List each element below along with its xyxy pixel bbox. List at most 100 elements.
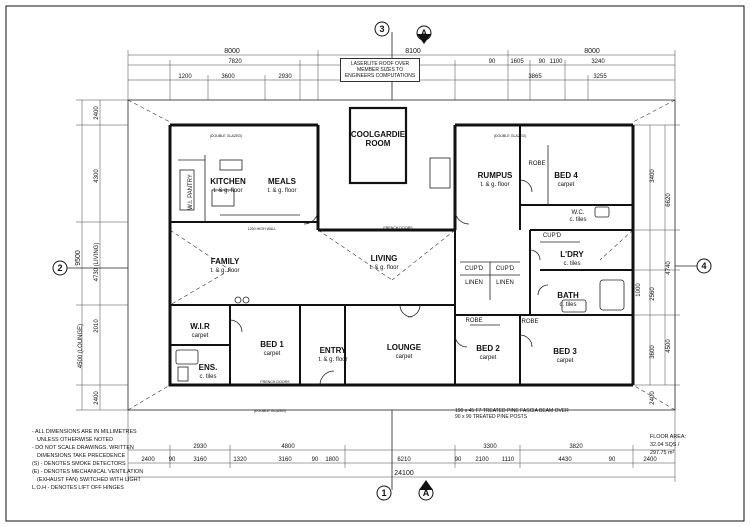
room-name-wc: W.C. [572, 210, 585, 216]
dim-right-4: 2560 [650, 287, 656, 301]
dim-bottom-row2-14: 2400 [643, 457, 657, 463]
roof-note-box: LASERLITE ROOF OVER MEMBER SIZES TO ENGI… [340, 58, 420, 82]
dim-bottom-row1-4: 3820 [569, 444, 583, 450]
room-name-coolgardie-line2: ROOM [366, 139, 391, 148]
room-finish-kitchen: t. & g. floor [213, 188, 242, 194]
grid-marker-right: 4 [675, 258, 712, 274]
grid-number-left: 2 [57, 263, 62, 273]
room-name-bath: BATH [557, 291, 579, 300]
dim-top-2: 8100 [405, 48, 421, 55]
note-line-8: L.O.H - DENOTES LIFT OFF HINGES [32, 485, 124, 491]
dim-top-row2-2: 90 [489, 59, 496, 65]
dim-bottom-row2-7: 1800 [325, 457, 339, 463]
note-line-5: (S) - DENOTES SMOKE DETECTORS [32, 461, 126, 467]
room-finish-bed2: carpet [480, 355, 497, 361]
room-finish-ens: c. tiles [199, 374, 216, 380]
room-name-meals: MEALS [268, 177, 297, 186]
dim-bottom-row2-12: 4430 [558, 457, 572, 463]
note-line-2: UNLESS OTHERWISE NOTED [37, 437, 113, 443]
grid-number-bottom: 1 [381, 488, 386, 498]
left-dimensions: 2400 4300 4730 (LIVING) 9500 2010 4500 (… [75, 99, 128, 411]
room-finish-living: t. & g. floor [369, 265, 398, 271]
floor-area-label: FLOOR AREA: [650, 434, 686, 440]
dim-bottom-row1-1: 2930 [193, 444, 207, 450]
note-line-6: (E) - DENOTES MECHANICAL VENTILATION [32, 469, 143, 475]
room-finish-bed3: carpet [557, 358, 574, 364]
room-name-cupd1: CUP'D [465, 266, 484, 272]
room-finish-bed1: carpet [264, 351, 281, 357]
top-dimensions: 8000 8100 8000 7820 90 1605 90 1100 3240… [127, 48, 676, 100]
room-name-linen1: LINEN [465, 280, 483, 286]
dim-left-5: 2010 [94, 319, 100, 333]
room-name-rumpus: RUMPUS [478, 171, 513, 180]
right-dimensions: 3400 6620 4740 2560 3600 1000 4500 2400 [633, 124, 680, 405]
grid-marker-top: 3 A [374, 21, 432, 100]
floor-area-squares: 32.04 SQS / [650, 442, 680, 448]
room-labels: KITCHEN t. & g. floor MEALS t. & g. floo… [188, 130, 587, 380]
dim-right-1: 3400 [650, 169, 656, 183]
dim-bottom-row2-8: 6210 [397, 457, 411, 463]
grid-marker-left: 2 [52, 260, 128, 276]
dim-left-3: 4730 (LIVING) [94, 243, 100, 282]
roof-outline [127, 99, 676, 411]
dim-right-2: 6620 [666, 193, 672, 207]
room-name-bed2: BED 2 [476, 344, 500, 353]
room-finish-wc: c. tiles [569, 217, 586, 223]
dim-top-row2-1: 7820 [228, 59, 242, 65]
dim-right-3: 4740 [666, 261, 672, 275]
window-note-2: (DOUBLE GLAZED) [494, 134, 527, 138]
dim-top-row3-1: 1200 [178, 74, 192, 80]
room-name-robe-bed3: ROBE [521, 319, 538, 325]
high-wall-label: 1200 HIGH WALL [248, 227, 277, 231]
dim-bottom-row2-4: 1320 [233, 457, 247, 463]
dim-left-4: 9500 [75, 250, 82, 266]
plan-annotations: LASERLITE ROOF OVER MEMBER SIZES TO ENGI… [210, 58, 569, 420]
fascia-note: 190 x 45 F7 TREATED PINE FASCIA BEAM OVE… [455, 408, 569, 420]
bottom-dimensions: 2930 4800 3300 3820 2400 90 3160 1320 31… [127, 410, 676, 482]
grid-letter-bottom: A [423, 488, 430, 498]
dim-bottom-row2-1: 2400 [141, 457, 155, 463]
room-name-wir: W.I.R [190, 322, 210, 331]
note-line-3: - DO NOT SCALE DRAWINGS, WRITTEN [32, 445, 134, 451]
room-finish-entry: t. & g. floor [318, 357, 347, 363]
room-name-cupd2: CUP'D [496, 266, 515, 272]
room-finish-wir: carpet [192, 333, 209, 339]
dim-bottom-row2-9: 90 [455, 457, 462, 463]
dim-top-row2-6: 3240 [591, 59, 605, 65]
grid-marker-bottom: 1 A [376, 410, 434, 501]
dim-right-5: 3600 [650, 345, 656, 359]
dim-bottom-row1-2: 4800 [281, 444, 295, 450]
grid-letter-top: A [421, 28, 428, 38]
floor-area-m2: 297.75 m² [650, 450, 674, 456]
room-finish-bed4: carpet [558, 182, 575, 188]
room-finish-bath: c. tiles [559, 302, 576, 308]
dim-top-row3-3: 2930 [278, 74, 292, 80]
room-finish-family: t. & g. floor [210, 268, 239, 274]
french-doors-family-label: FRENCH DOORS [383, 226, 413, 230]
room-name-wip: W.I. PANTRY [188, 174, 194, 210]
fixtures [175, 157, 625, 382]
doors [229, 179, 549, 386]
room-name-lounge: LOUNGE [387, 343, 422, 352]
window-note-1: (DOUBLE GLAZED) [210, 134, 243, 138]
dim-bottom-total: 24100 [394, 470, 414, 477]
dim-left-2: 4300 [94, 169, 100, 183]
room-finish-meals: t. & g. floor [267, 188, 296, 194]
room-name-bed3: BED 3 [553, 347, 577, 356]
internal-walls [170, 125, 633, 385]
dim-top-row2-5: 1100 [550, 59, 564, 65]
room-name-kitchen: KITCHEN [210, 177, 246, 186]
french-doors-bed1-label: FRENCH DOORS [260, 380, 290, 384]
dim-bottom-row2-3: 3160 [193, 457, 207, 463]
dim-top-1: 8000 [224, 48, 240, 55]
dim-bottom-row2-11: 1110 [502, 457, 515, 463]
dim-top-row3-4: 3865 [528, 74, 542, 80]
room-name-entry: ENTRY [320, 346, 347, 355]
room-name-robe-bed2: ROBE [465, 318, 482, 324]
room-name-coolgardie: COOLGARDIE [351, 130, 406, 139]
room-finish-ldry: c. tiles [563, 261, 580, 267]
room-name-family: FAMILY [211, 257, 240, 266]
window-note-3: (DOUBLE GLAZED) [254, 409, 287, 413]
dim-right-7: 4500 [666, 339, 672, 353]
